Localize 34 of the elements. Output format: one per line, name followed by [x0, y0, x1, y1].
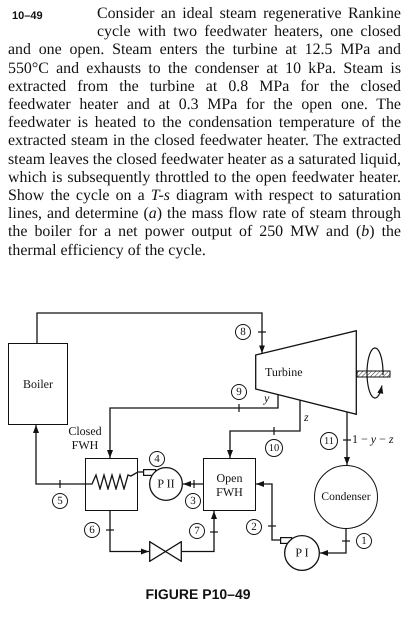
pump-label: P I — [295, 546, 309, 560]
throttle-valve — [149, 541, 182, 562]
flow-arrow — [256, 481, 280, 541]
callout-number: 6 — [84, 522, 100, 538]
flow-fraction-label: z — [304, 411, 309, 424]
callout-number: 9 — [231, 384, 247, 400]
heater-label: Closed FWH — [67, 424, 103, 452]
callout-number: 7 — [189, 523, 205, 539]
callout-number: 3 — [185, 493, 201, 509]
flow-arrow — [109, 511, 149, 554]
flow-fraction-label: 1 − y − z — [352, 433, 394, 446]
turbine-label: Turbine — [265, 366, 303, 379]
open-heater-box: Open FWH — [203, 458, 256, 511]
figure-caption: FIGURE P10–49 — [144, 586, 252, 602]
flow-arrow — [227, 400, 301, 458]
callout-number: 2 — [246, 519, 262, 535]
callout-number: 11 — [320, 432, 338, 450]
callout-number: 10 — [265, 439, 283, 457]
flow-arrow — [33, 425, 85, 485]
callout-number: 1 — [356, 533, 372, 549]
callout-number: 8 — [235, 324, 251, 340]
flow-arrow — [344, 412, 350, 465]
flow-arrow — [107, 394, 279, 458]
pump-label: P II — [157, 478, 175, 490]
problem-statement: 10–49 Consider an ideal steam regenerative Rankine cycle with two feedwater heaters, one closed and one open. Steam enters the turbine at 12.5 MPa and 550°C and exhausts to the condenser at 10 kPa. Steam is extracted from the turbine at 0.8 MPa for the closed feedwater heater and at 0.3 MPa for the open one. The feedwater is heated to the condensation temperature of the extracted steam in the closed feedwater heater. The extracted steam leaves the closed feedwater heater as a saturated liquid, which is subsequently throttled to the open feedwater heater. Show the cycle on a T-s diagram with respect to saturation lines, and determine (a) the mass flow rate of steam through the boiler for a net power output of 250 MW and (b) the thermal efficiency of the cycle. — [8, 5, 401, 260]
flow-arrow — [182, 511, 217, 552]
condenser-circle: Condenser — [314, 465, 378, 529]
flow-fraction-label: y — [264, 392, 270, 405]
flow-arrow — [36, 312, 265, 354]
flow-arrow — [183, 481, 203, 487]
flow-arrow — [320, 529, 347, 556]
callout-number: 5 — [52, 493, 68, 509]
callout-number: 4 — [149, 451, 165, 467]
boiler-box: Boiler — [8, 343, 68, 425]
